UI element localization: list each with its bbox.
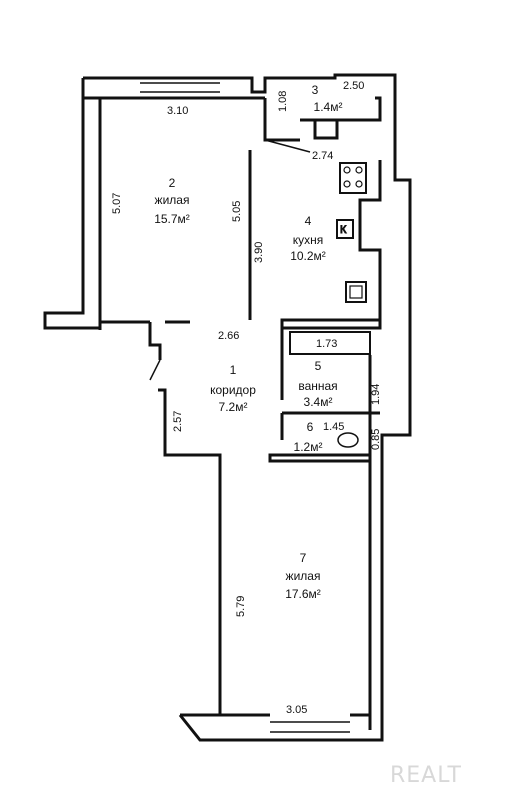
room-area: 10.2м² — [290, 249, 326, 263]
corridor-left-wall — [158, 388, 222, 715]
watermark: REALT — [390, 763, 462, 788]
room-number: 7 — [300, 551, 307, 565]
room-area: 3.4м² — [304, 395, 333, 409]
kitchen-right-wall — [358, 160, 382, 320]
room-area: 1.4м² — [314, 100, 343, 114]
toilet — [337, 432, 359, 448]
room-number: 6 — [307, 420, 314, 434]
kitchen-door-line — [264, 139, 311, 153]
outer-wall-top — [83, 73, 412, 742]
dimension-label: 5.05 — [231, 201, 243, 222]
dimension-label: 1.08 — [277, 91, 289, 112]
dimension-label: 2.50 — [343, 80, 364, 92]
room-number: 5 — [315, 359, 322, 373]
room-number: 4 — [305, 214, 312, 228]
room-name: кухня — [293, 233, 324, 247]
dimension-label: 2.57 — [172, 411, 184, 432]
stove-burner — [343, 180, 351, 188]
entrance-wall — [148, 322, 162, 360]
bathtub — [289, 331, 371, 355]
room-area: 17.6м² — [285, 587, 321, 601]
room-number: 3 — [312, 83, 319, 97]
room-area: 7.2м² — [219, 400, 248, 414]
room-name: ванная — [298, 379, 337, 393]
room-number: 2 — [169, 176, 176, 190]
dimension-label: 2.66 — [218, 330, 239, 342]
outer-wall — [43, 96, 100, 330]
stove — [339, 162, 367, 194]
stove-body — [339, 162, 367, 194]
dimension-labels: 3.10 5.07 5.05 3.90 2.50 1.08 2.74 2.66 … — [111, 80, 382, 716]
dimension-label: 5.79 — [235, 596, 247, 617]
stove-burner — [343, 166, 351, 174]
dimension-label: 3.90 — [253, 242, 265, 263]
dimension-label: 2.74 — [312, 150, 333, 162]
dimension-label: 3.10 — [167, 105, 188, 117]
dimension-label: 1.94 — [370, 384, 382, 405]
wc-bottom-wall — [268, 453, 372, 463]
stove-burner — [355, 166, 363, 174]
room-labels: 2 жилая 15.7м² 3 1.4м² 4 кухня 10.2м² 1 … — [154, 83, 342, 601]
dimension-label: 0.85 — [370, 429, 382, 450]
vent-duct — [313, 118, 339, 140]
room-number: 1 — [230, 363, 237, 377]
stove-label: К — [340, 224, 347, 236]
room-name: коридор — [210, 383, 256, 397]
room-area: 15.7м² — [154, 212, 190, 226]
walls — [43, 73, 412, 742]
dimension-label: 1.73 — [316, 338, 337, 350]
sink — [345, 281, 367, 303]
sink-inner — [349, 285, 363, 299]
storage3-right — [300, 96, 382, 122]
boiler-box — [336, 219, 354, 239]
bathroom-wall-top — [280, 318, 382, 330]
stove-burner — [355, 180, 363, 188]
boiler: К — [336, 219, 354, 239]
room-area: 1.2м² — [294, 440, 323, 454]
room-name: жилая — [155, 193, 190, 207]
room-name: жилая — [286, 569, 321, 583]
dimension-label: 1.45 — [323, 421, 344, 433]
dimension-label: 5.07 — [111, 193, 123, 214]
dimension-label: 3.05 — [286, 704, 307, 716]
entrance-door — [149, 359, 161, 381]
bedroom7-bottom-outer — [178, 714, 353, 742]
